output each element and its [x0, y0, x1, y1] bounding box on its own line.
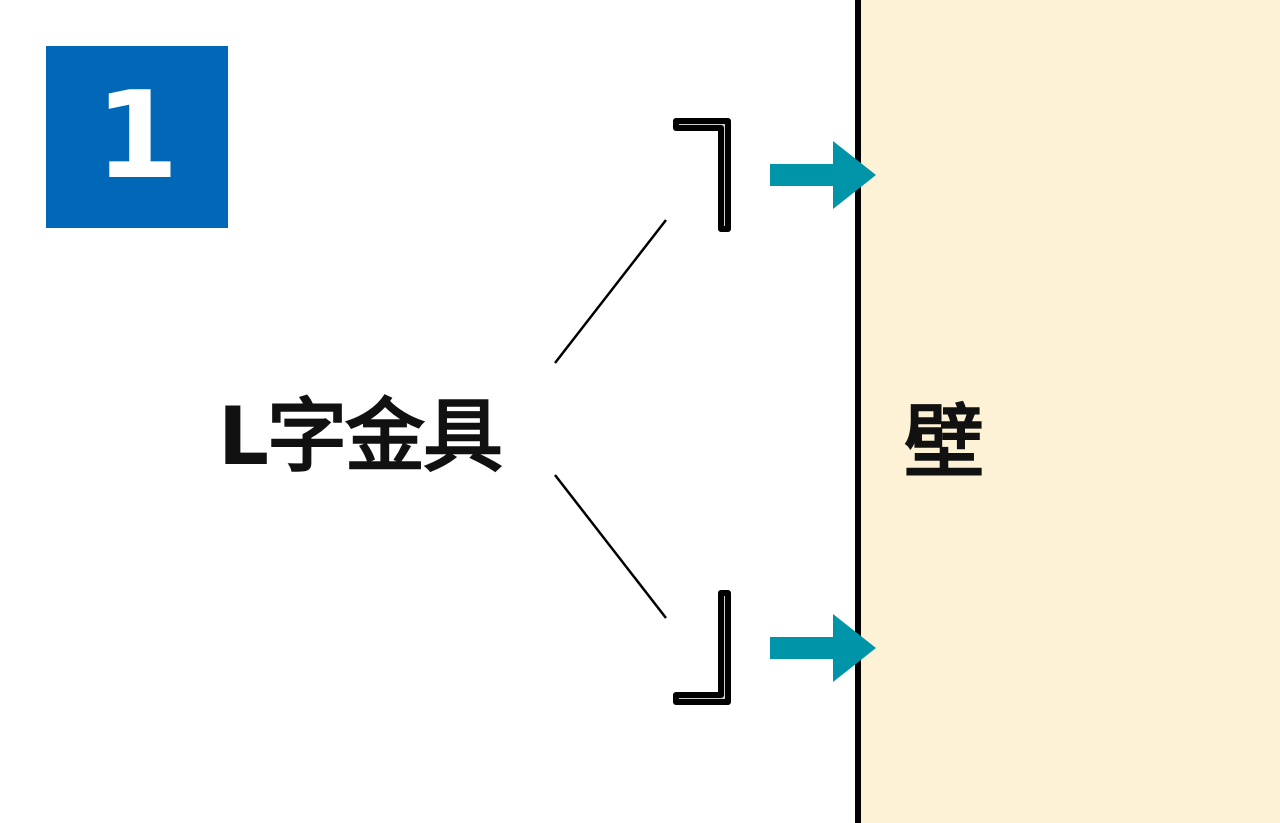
- wall: [861, 0, 1280, 823]
- bracket-label: L字金具: [218, 390, 503, 483]
- arrow-top-icon: [770, 141, 876, 209]
- step-number-badge: 1: [46, 46, 228, 228]
- l-bracket-bottom: [673, 590, 731, 705]
- leader-line-top: [554, 219, 667, 364]
- l-bracket-top: [673, 118, 731, 232]
- wall-label: 壁: [904, 396, 984, 489]
- arrow-bottom-icon: [770, 614, 876, 682]
- leader-line-bottom: [554, 474, 667, 619]
